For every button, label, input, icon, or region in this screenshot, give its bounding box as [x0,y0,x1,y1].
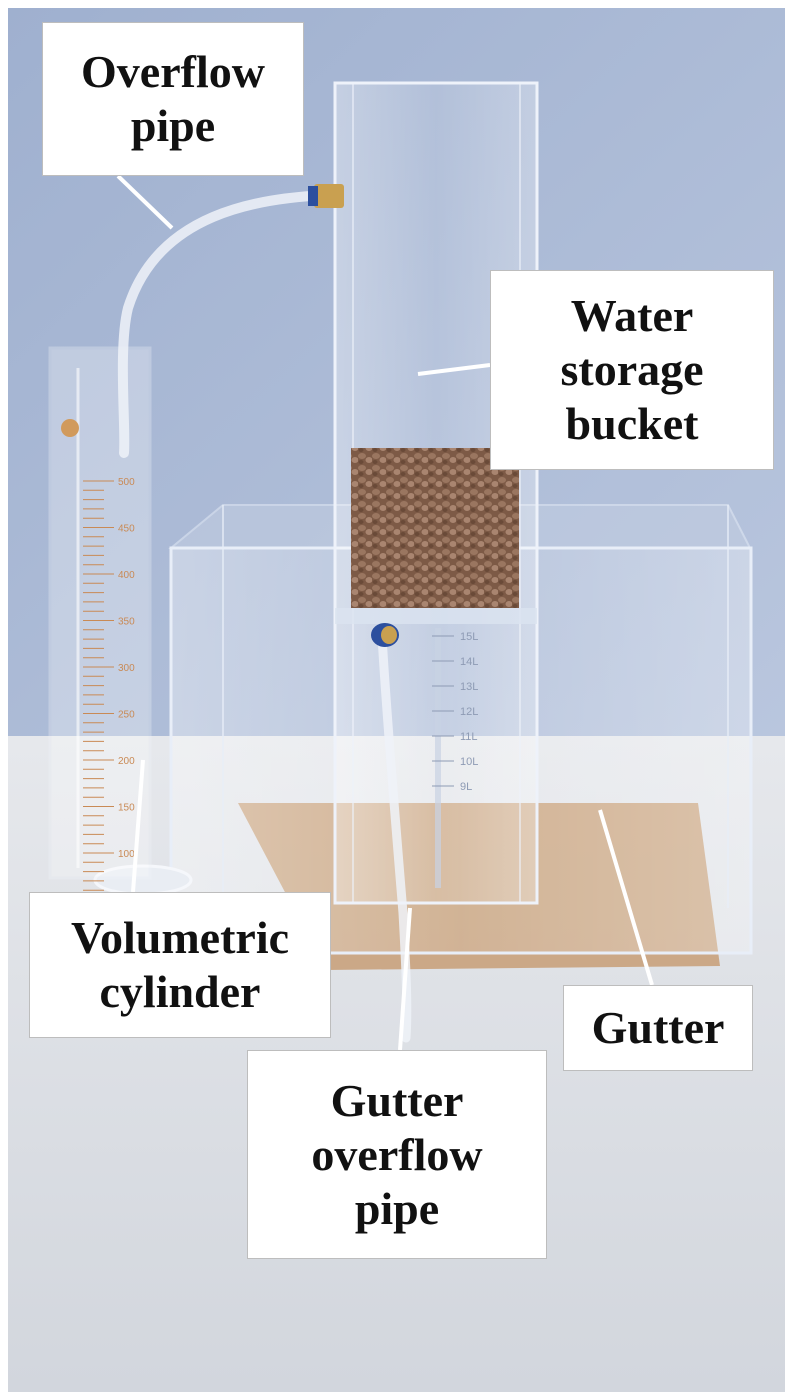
label-overflow-pipe: Overflow pipe [42,22,304,176]
bucket-scale-label: 14L [460,656,478,668]
label-water-storage-bucket: Water storage bucket [490,270,774,470]
bucket-scale-label: 15L [460,631,478,643]
cylinder-scale-label: 250 [118,710,135,721]
cylinder-scale-label: 200 [118,756,135,767]
label-gutter-overflow-pipe: Gutter overflow pipe [247,1050,547,1259]
cylinder-scale-label: 150 [118,803,135,814]
cylinder-scale-label: 500 [118,477,135,488]
bucket-scale-label: 10L [460,756,478,768]
bucket-scale-label: 11L [460,731,478,743]
bucket-scale-label: 13L [460,681,478,693]
cylinder-scale-label: 350 [118,617,135,628]
overflow-pipe-fitting [314,184,344,208]
bucket-scale-label: 9L [460,781,472,793]
brand-mark-icon [61,419,79,437]
cylinder-scale: 50045040035030025020015010050 [83,477,135,938]
cylinder-scale-label: 400 [118,570,135,581]
bucket-scale-label: 12L [460,706,478,718]
overflow-pipe-tube [117,190,333,458]
cylinder-scale-label: 100 [118,849,135,860]
label-gutter: Gutter [563,985,753,1071]
bucket-scale: 15L 14L 13L 12L 11L 10L 9L [432,631,478,793]
volumetric-cylinder: 50045040035030025020015010050 [48,346,193,938]
label-volumetric-cylinder: Volumetric cylinder [29,892,331,1038]
gravel-fill [351,448,519,608]
cylinder-scale-label: 300 [118,663,135,674]
water-storage-bucket: 15L 14L 13L 12L 11L 10L 9L [333,81,539,905]
cylinder-scale-label: 450 [118,524,135,535]
